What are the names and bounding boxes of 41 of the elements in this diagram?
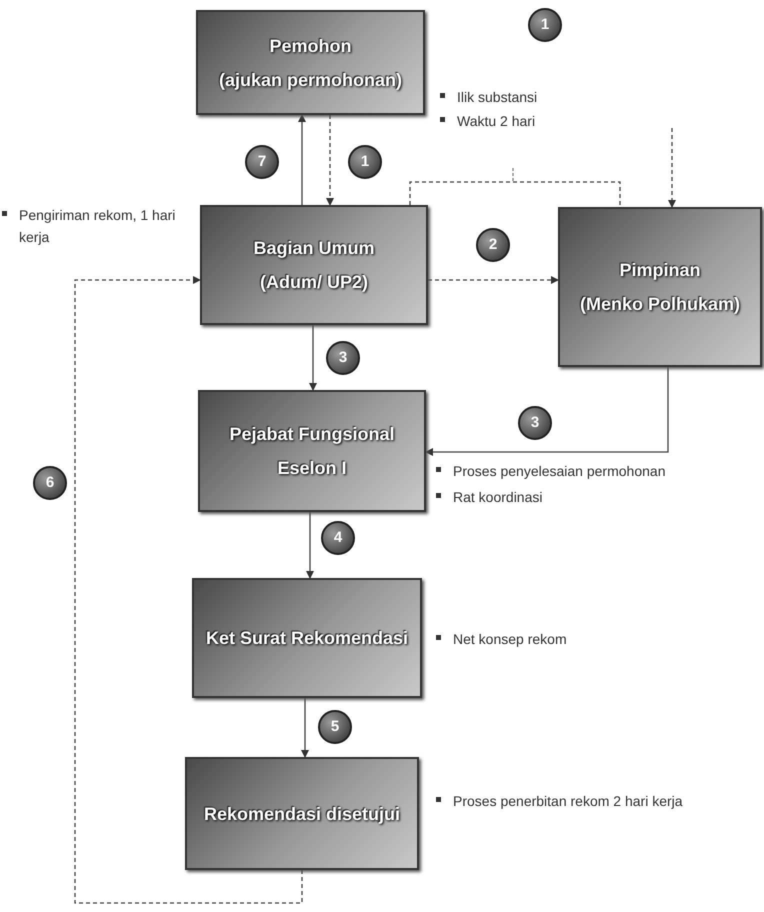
- box-text: Pemohon: [269, 34, 352, 56]
- step-number-badge: 2: [476, 228, 510, 262]
- arrow: [309, 325, 317, 391]
- arrow: [301, 698, 309, 758]
- step-number-badge: 7: [245, 145, 279, 179]
- step-number-badge: 4: [321, 521, 355, 555]
- box-text: Rekomendasi disetujui: [204, 802, 400, 824]
- step-number-badge: 6: [33, 466, 67, 500]
- arrow: [668, 128, 676, 208]
- arrow: [298, 114, 306, 205]
- process-box: [196, 10, 425, 115]
- note-text: Rat koordinasi: [453, 488, 542, 507]
- box-text: Pimpinan: [619, 259, 700, 281]
- box-text: (ajukan permohonan): [218, 68, 402, 90]
- process-box: [185, 757, 419, 870]
- box-text: (Menko Polhukam): [580, 293, 740, 315]
- step-number-badge: 3: [518, 406, 552, 440]
- arrow: [428, 276, 559, 284]
- note-text: Waktu 2 hari: [457, 112, 536, 131]
- arrow: [74, 276, 303, 904]
- process-box: [558, 207, 762, 367]
- box-text: Eselon I: [277, 457, 347, 479]
- step-number-badge: 1: [348, 145, 382, 179]
- box-text: Bagian Umum: [253, 237, 375, 259]
- step-number-badge: 1: [528, 8, 562, 42]
- box-text: Ket Surat Rekomendasi: [206, 627, 408, 649]
- box-text: Pejabat Fungsional: [229, 423, 395, 445]
- arrow: [326, 115, 334, 206]
- process-box: [192, 578, 422, 698]
- process-box: [200, 205, 428, 325]
- note-text: Ilik substansi: [457, 88, 538, 107]
- process-box: [198, 390, 426, 512]
- note-text: Pengiriman rekom, 1 hari kerja: [19, 206, 176, 247]
- arrow: [425, 367, 669, 456]
- step-number-badge: 3: [326, 341, 360, 375]
- step-number-badge: 5: [318, 710, 352, 744]
- arrow: [306, 512, 314, 579]
- box-text: (Adum/ UP2): [260, 271, 368, 293]
- note-text: Net konsep rekom: [453, 630, 567, 649]
- note-text: Proses penyelesaian permohonan: [453, 462, 666, 481]
- note-text: Proses penerbitan rekom 2 hari kerja: [453, 792, 683, 811]
